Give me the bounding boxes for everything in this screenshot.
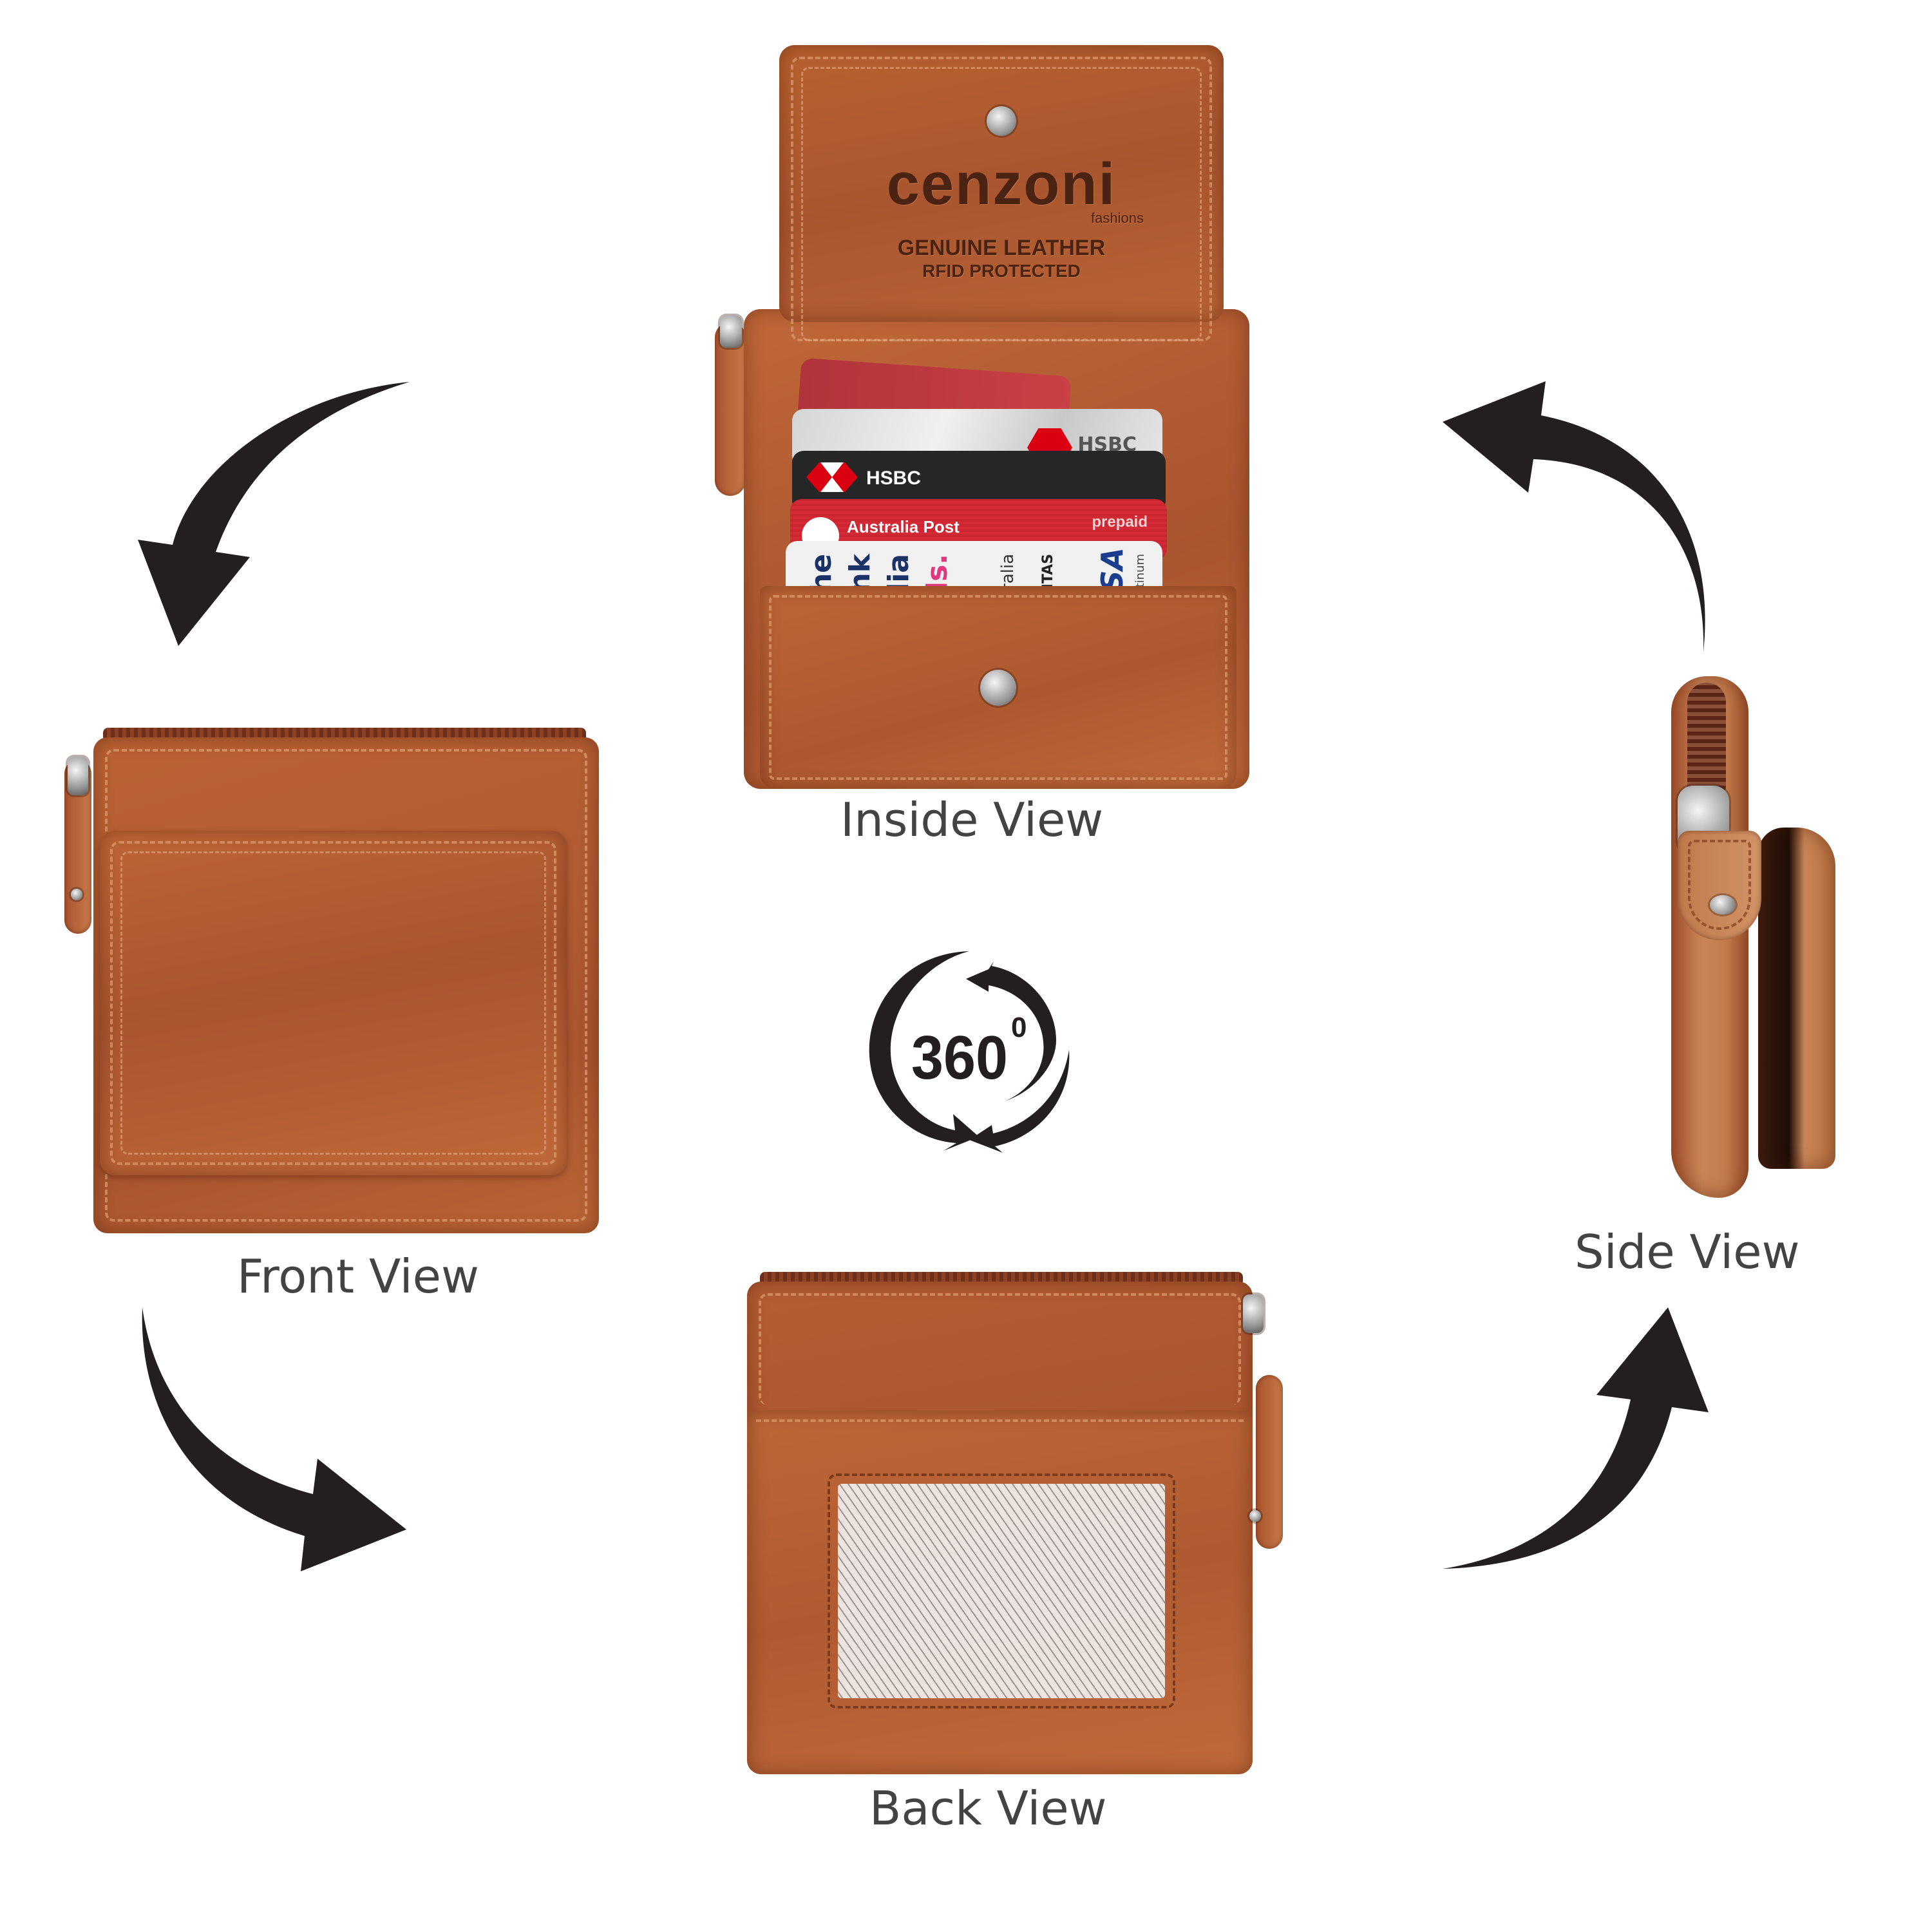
back-pocket [747,1410,1253,1774]
rivet-icon [1249,1510,1261,1522]
wallet-flap: cenzoni fashions GENUINE LEATHER RFID PR… [779,45,1224,341]
rotate-360-icon: 360 0 [860,943,1070,1153]
card-slots: HSBC HSBC Australia Post prepaid The Ban… [776,341,1227,625]
hsbc-logo-icon [806,462,858,492]
badge-degree: 0 [1011,1012,1027,1043]
inside-view-wallet: cenzoni fashions GENUINE LEATHER RFID PR… [715,45,1249,789]
badge-number: 360 [911,1023,1008,1092]
brand-logo: cenzoni [886,151,1117,217]
id-window [828,1473,1175,1709]
zipper-slider-icon [68,757,88,795]
snap-button-icon [980,670,1016,706]
zipper-track [1687,683,1726,805]
zipper-pull [1678,831,1761,940]
inside-view-label: Inside View [840,793,1104,847]
front-flap [100,831,567,1175]
zipper-pull [715,322,746,496]
rivet-icon [71,889,82,900]
brand-sub: fashions [1091,210,1144,226]
back-view-label: Back View [869,1781,1107,1835]
front-view-wallet [64,721,599,1233]
side-view-label: Side View [1575,1225,1800,1279]
zipper-pull [1256,1375,1283,1549]
side-flap [1758,828,1835,1169]
rivet-icon [1710,895,1736,914]
zipper-slider-icon [720,316,742,348]
genuine-leather-text: GENUINE LEATHER [897,236,1106,260]
front-view-label: Front View [237,1249,479,1303]
zipper-slider-icon [1243,1294,1264,1333]
snap-pocket [760,586,1236,789]
rfid-protected-text: RFID PROTECTED [922,261,1081,281]
snap-button-icon [987,106,1016,136]
side-view-wallet [1662,676,1848,1198]
back-view-wallet [747,1272,1288,1774]
